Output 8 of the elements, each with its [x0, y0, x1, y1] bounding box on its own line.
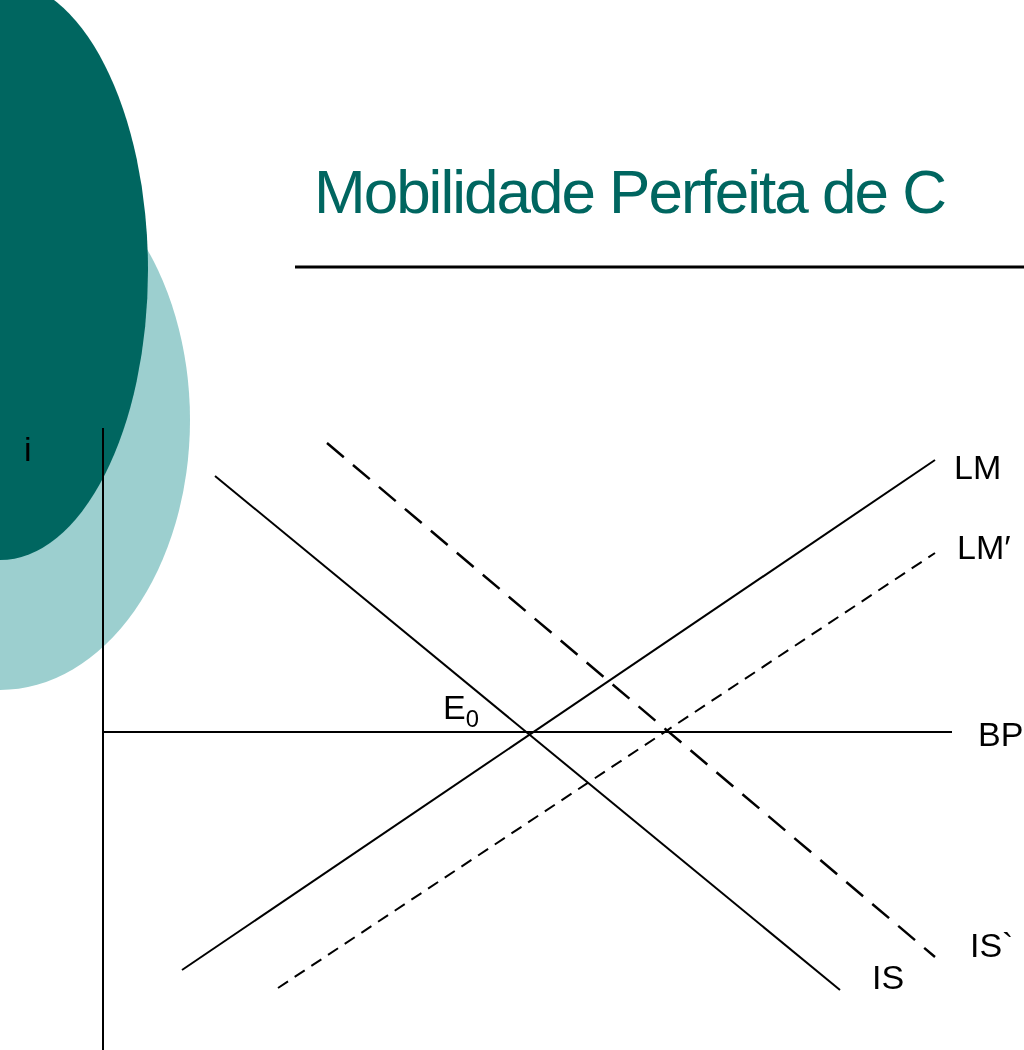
curve-label: IS`	[970, 928, 1014, 962]
curve-label: LM	[954, 450, 1002, 484]
curve-label: LM′	[957, 530, 1011, 564]
curve-label: BP	[978, 717, 1024, 751]
axis-label: i	[24, 432, 32, 466]
equilibrium-label: E$_{0}$	[443, 690, 479, 732]
slide-title: Mobilidade Perfeita de C	[314, 158, 945, 227]
curve-label: IS	[872, 960, 905, 994]
